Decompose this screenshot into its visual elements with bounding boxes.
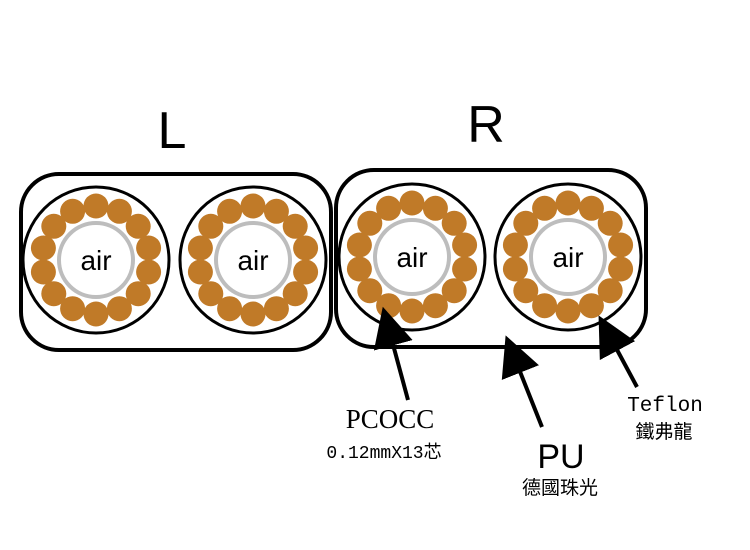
pcocc-strand [83, 301, 109, 327]
pcocc-strand-ring [346, 190, 478, 324]
pcocc-strand [578, 293, 604, 319]
pcocc-strand [346, 232, 372, 258]
pcocc-strand [502, 232, 528, 258]
pcocc-strand-ring [187, 193, 319, 327]
air-core-label: air [237, 245, 268, 276]
left-conductor-1: air [21, 185, 171, 335]
pcocc-strand [357, 210, 383, 236]
pcocc-strand [41, 281, 67, 307]
pcocc-strand [422, 293, 448, 319]
pcocc-strand [513, 210, 539, 236]
teflon-subtitle: 鐵弗龍 [635, 421, 692, 443]
pcocc-strand [376, 195, 402, 221]
left-pu-jacket [19, 172, 333, 352]
pcocc-strand [452, 232, 478, 258]
pcocc-strand-ring [30, 193, 162, 327]
pcocc-strand [125, 281, 151, 307]
pcocc-strand [198, 281, 224, 307]
air-core [529, 218, 607, 296]
pcocc-strand [106, 198, 132, 224]
air-core [373, 218, 451, 296]
air-core-label: air [80, 245, 111, 276]
right-pu-jacket [334, 168, 648, 349]
pcocc-strand [282, 213, 308, 239]
air-core [57, 221, 135, 299]
pcocc-strand [399, 298, 425, 324]
pcocc-strand [422, 195, 448, 221]
pcocc-strand [240, 301, 266, 327]
pcocc-strand [597, 278, 623, 304]
pcocc-strand [293, 259, 319, 285]
pcocc-strand [30, 259, 56, 285]
teflon-arrow [598, 315, 639, 388]
air-core-label: air [396, 242, 427, 273]
pcocc-strand [532, 195, 558, 221]
pcocc-strand [555, 190, 581, 216]
pu-arrow [501, 335, 544, 428]
pu-subtitle: 德國珠光 [522, 477, 598, 499]
pcocc-strand [502, 256, 528, 282]
pcocc-strand [555, 298, 581, 324]
pcocc-strand [125, 213, 151, 239]
pcocc-strand [217, 198, 243, 224]
pcocc-strand-ring [502, 190, 634, 324]
pu-title: PU [537, 438, 584, 476]
left-channel-label: L [158, 102, 187, 160]
air-core-label: air [552, 242, 583, 273]
pcocc-strand [217, 296, 243, 322]
pcocc-strand [263, 198, 289, 224]
pcocc-strand [441, 278, 467, 304]
pcocc-title: PCOCC [346, 404, 435, 434]
pcocc-strand [357, 278, 383, 304]
pcocc-strand [136, 259, 162, 285]
pcocc-strand [106, 296, 132, 322]
pcocc-strand [263, 296, 289, 322]
pcocc-strand [60, 296, 86, 322]
left-conductor-2: air [178, 185, 328, 335]
pcocc-strand [187, 235, 213, 261]
air-core [214, 221, 292, 299]
pcocc-strand [452, 256, 478, 282]
pcocc-strand [30, 235, 56, 261]
pcocc-strand [240, 193, 266, 219]
pcocc-strand [441, 210, 467, 236]
pcocc-strand [187, 259, 213, 285]
pcocc-strand [60, 198, 86, 224]
pcocc-spec: 0.12mmX13芯 [326, 442, 441, 464]
pcocc-strand [293, 235, 319, 261]
pcocc-strand [608, 256, 634, 282]
pcocc-strand [346, 256, 372, 282]
right-conductor-2: air [493, 182, 643, 332]
pcocc-strand [282, 281, 308, 307]
pcocc-strand [597, 210, 623, 236]
right-channel-label: R [467, 96, 505, 154]
pcocc-strand [532, 293, 558, 319]
right-conductor-1: air [337, 182, 487, 332]
pcocc-arrow [373, 306, 413, 401]
pcocc-strand [578, 195, 604, 221]
pcocc-strand [198, 213, 224, 239]
pcocc-strand [41, 213, 67, 239]
teflon-title: Teflon [627, 395, 703, 418]
pcocc-strand [608, 232, 634, 258]
pcocc-strand [513, 278, 539, 304]
pcocc-strand [399, 190, 425, 216]
pcocc-strand [136, 235, 162, 261]
pcocc-strand [83, 193, 109, 219]
